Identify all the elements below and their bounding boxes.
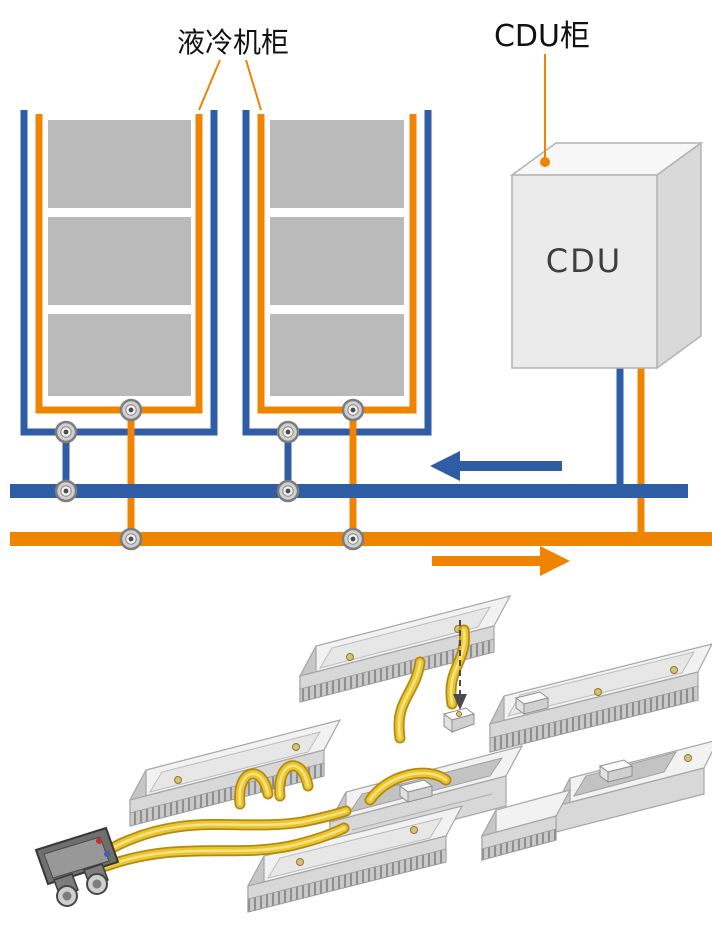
valve-icon <box>54 420 78 444</box>
cold-plate-module <box>298 595 512 703</box>
valve-icon <box>341 398 365 422</box>
heatsink-fins <box>481 828 557 861</box>
blue-flow-arrow-left <box>430 451 562 481</box>
pipe-valves <box>54 398 365 551</box>
cdu-unit: CDU <box>509 141 704 539</box>
cold-plate-module <box>128 719 342 827</box>
cabinet-panel <box>270 217 404 305</box>
valve-icon <box>119 527 143 551</box>
heatsink-fins <box>247 848 447 913</box>
schematic-labels: 液冷机柜 CDU柜 <box>177 19 590 167</box>
cdu-box-front-face <box>511 174 658 369</box>
valve-icon <box>341 527 365 551</box>
cold-plate-module <box>554 740 712 833</box>
cabinet-panel <box>270 120 404 208</box>
cabinet-blue-loop <box>20 110 218 436</box>
red-indicator <box>96 838 102 844</box>
cold-plate-module <box>246 805 464 913</box>
valve-icon <box>276 420 300 444</box>
cooling-cabinet-label: 液冷机柜 <box>177 26 289 59</box>
valve-icon <box>276 479 300 503</box>
connector-block <box>598 759 634 783</box>
screw-icon <box>296 858 304 866</box>
cabinet-panel <box>48 120 191 208</box>
cabinet-panel <box>48 314 191 396</box>
screw-icon <box>346 653 354 661</box>
heatsink-fins <box>489 685 699 753</box>
callout-arrowhead <box>453 694 467 710</box>
screw-icon <box>174 776 182 784</box>
screw-icon <box>670 666 678 674</box>
screw-icon <box>456 711 462 717</box>
cabinet-panel <box>270 314 404 396</box>
cdu-cabinet-label: CDU柜 <box>494 19 590 54</box>
target-connector-block <box>442 707 476 733</box>
valve-icon <box>119 398 143 422</box>
heatsink-fins <box>299 638 495 703</box>
blue-indicator <box>104 851 110 857</box>
main-pipes <box>10 451 712 576</box>
screw-icon <box>292 743 300 751</box>
cold-plate-module <box>488 643 712 753</box>
coolant-hoses <box>100 624 470 872</box>
server-module-illustration <box>34 595 712 913</box>
screw-icon <box>410 826 418 834</box>
cooling-cabinet-right <box>242 110 432 539</box>
label-leader-line <box>245 59 262 111</box>
cdu-box-label: CDU <box>546 242 622 280</box>
cabinet-orange-loop <box>35 114 203 414</box>
quick-connector <box>34 826 120 907</box>
cabinet-blue-loop <box>242 110 432 436</box>
valve-icon <box>54 479 78 503</box>
screw-icon <box>594 688 602 696</box>
label-leader-line <box>198 59 221 111</box>
cdu-leader-dot <box>540 157 550 167</box>
cabinet-orange-loop <box>257 114 417 414</box>
cold-plate-module <box>480 789 572 863</box>
connector-block <box>514 691 550 715</box>
connector-block <box>398 779 434 803</box>
callout <box>442 620 476 733</box>
cdu-box-side-face <box>656 141 702 370</box>
orange-flow-arrow-right <box>432 546 570 576</box>
cooling-cabinet-left <box>20 110 218 539</box>
cabinet-panel <box>48 217 191 305</box>
screw-icon <box>684 754 692 762</box>
